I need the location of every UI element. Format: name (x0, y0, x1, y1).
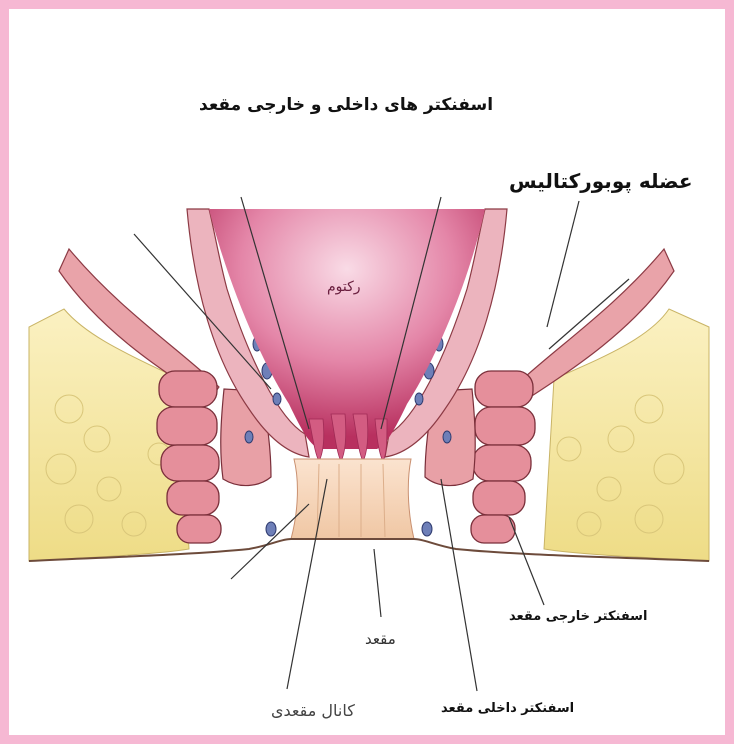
leader-lines (133, 196, 630, 692)
label-internal-sphincter: اسفنکتر داخلی مقعد (441, 701, 575, 716)
anal-canal-folds (316, 463, 386, 538)
label-external-sphincter: اسفنکتر خارجی مقعد (509, 609, 648, 624)
label-puborectalis: عضله پوبورکتالیس (509, 169, 693, 193)
label-rectum: رکتوم (327, 279, 361, 295)
fat-lobules (45, 394, 685, 537)
rectal-wall-right (384, 208, 508, 458)
anal-canal (290, 458, 415, 540)
rectal-wall-left (186, 208, 310, 458)
label-anus: مقعد (365, 630, 396, 648)
rectum-lumen (209, 209, 485, 449)
skin-surface (28, 538, 710, 562)
diagram-frame: اسفنکتر های داخلی و خارجی مقعد عضله پوبو… (9, 9, 725, 735)
diagram-title: اسفنکتر های داخلی و خارجی مقعد (199, 95, 494, 115)
external-sphincter-right (470, 370, 536, 544)
anal-anatomy-illustration (28, 196, 710, 692)
external-sphincter-left (156, 370, 222, 544)
label-anal-canal: کانال مقعدی (271, 701, 355, 720)
venous-plexus (244, 336, 452, 537)
